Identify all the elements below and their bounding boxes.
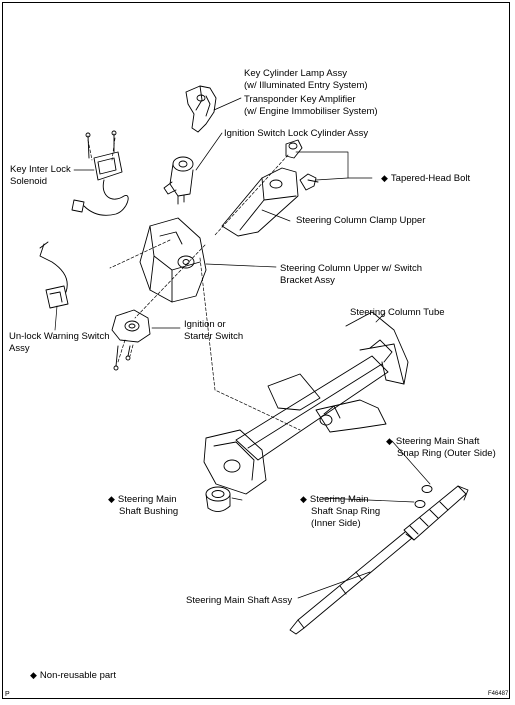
label-transponder-key-amplifier: Transponder Key Amplifier (w/ Engine Imm… (244, 94, 378, 117)
tapered-head-bolt-part (299, 173, 319, 191)
non-reusable-marker: ◆ (300, 494, 307, 504)
column-tube-part (203, 311, 409, 495)
label-snap-ring-inner: ◆Steering Main Shaft Snap Ring (Inner Si… (300, 494, 381, 529)
page-mark: P (5, 691, 10, 698)
column-upper-bracket-part (139, 217, 207, 303)
key-interlock-solenoid-part (71, 130, 129, 216)
figure-id: F46487 (488, 691, 509, 697)
column-clamp-upper-part (221, 167, 299, 237)
legend-text: Non-reusable part (39, 670, 116, 681)
unlock-warning-switch-part (39, 241, 69, 309)
label-ignition-starter-switch: Ignition or Starter Switch (184, 319, 244, 342)
snap-ring-inner-part (414, 500, 426, 508)
label-tapered-head-bolt: ◆Tapered-Head Bolt (381, 173, 471, 184)
label-column-clamp-upper: Steering Column Clamp Upper (296, 215, 426, 226)
main-shaft-assy-part (289, 485, 469, 635)
non-reusable-marker: ◆ (108, 494, 115, 504)
key-cylinder-lamp-part (185, 85, 217, 133)
label-ignition-lock-cylinder: Ignition Switch Lock Cylinder Assy (224, 128, 369, 139)
label-key-interlock-solenoid: Key Inter Lock Solenoid (10, 164, 71, 187)
label-column-upper-bracket: Steering Column Upper w/ Switch Bracket … (280, 263, 423, 286)
legend: ◆Non-reusable part (30, 669, 116, 682)
diagram-frame (2, 2, 510, 699)
label-snap-ring-outer: ◆Steering Main Shaft Snap Ring (Outer Si… (386, 436, 496, 459)
lock-cylinder-part (163, 156, 194, 205)
ignition-starter-switch-part (111, 309, 151, 371)
snap-ring-outer-part (421, 485, 433, 493)
leader-lines (54, 97, 431, 599)
label-unlock-warning-switch: Un-lock Warning Switch Assy (9, 331, 110, 354)
label-key-cylinder-lamp: Key Cylinder Lamp Assy (w/ Illuminated E… (244, 68, 368, 91)
label-main-shaft-assy: Steering Main Shaft Assy (186, 595, 293, 606)
main-shaft-bushing-part (205, 486, 231, 512)
non-reusable-marker: ◆ (381, 173, 388, 183)
ignition-lock-cap (285, 139, 303, 159)
non-reusable-marker: ◆ (386, 436, 393, 446)
label-main-shaft-bushing: ◆Steering Main Shaft Bushing (108, 494, 179, 517)
non-reusable-marker: ◆ (30, 670, 37, 680)
label-column-tube: Steering Column Tube (350, 307, 445, 318)
assembly-dashed-lines (87, 137, 301, 431)
